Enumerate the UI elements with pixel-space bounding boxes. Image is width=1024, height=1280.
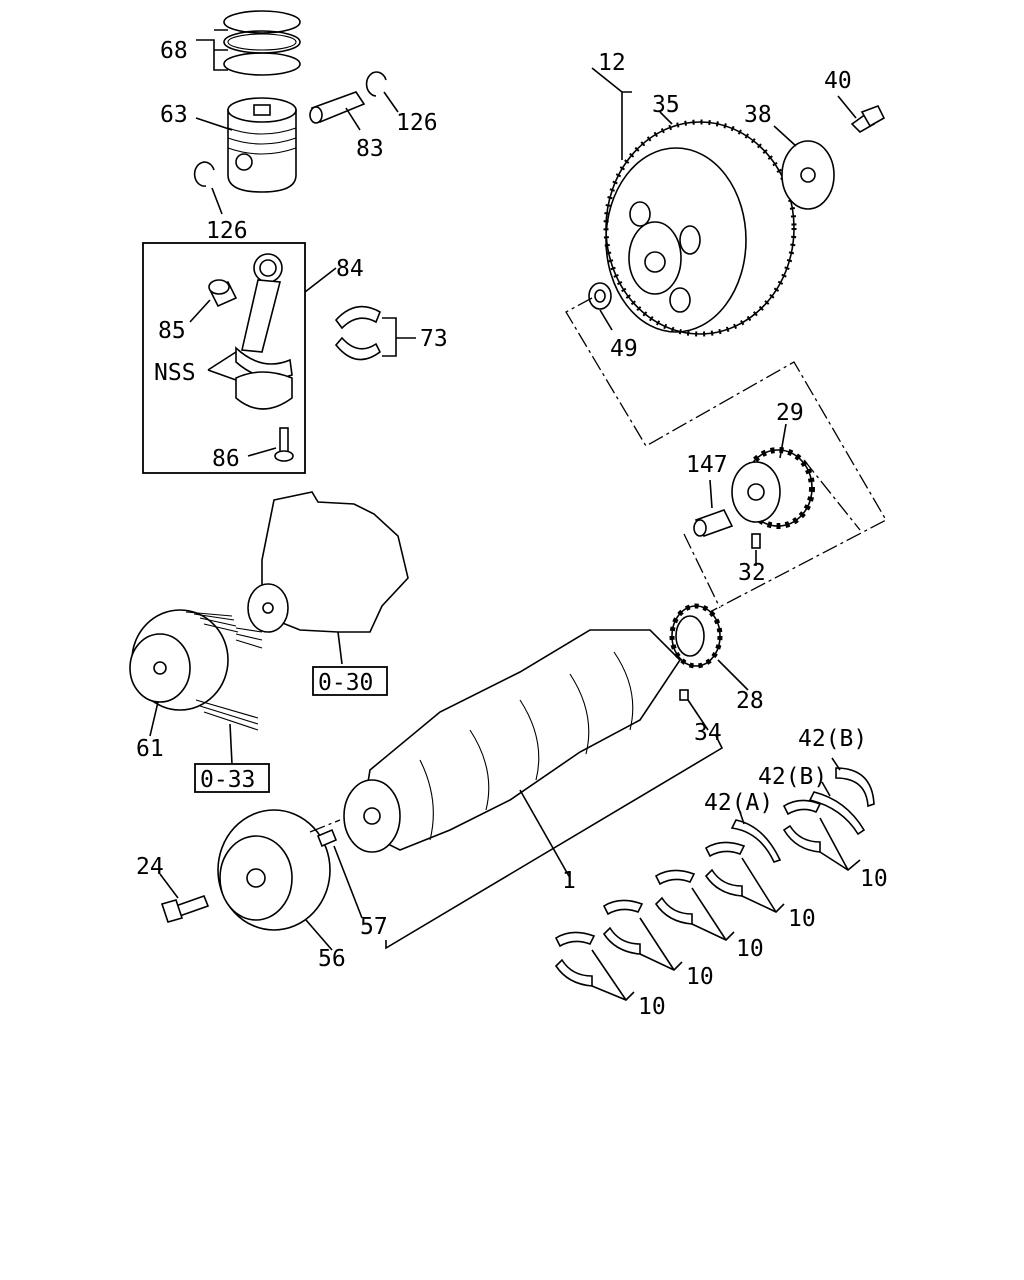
callout-73: 73	[420, 326, 448, 352]
flywheel-washer	[781, 140, 835, 210]
callout-84: 84	[336, 256, 364, 282]
thrust-washer-42a	[730, 819, 782, 863]
callout-29: 29	[776, 400, 804, 426]
callout-35: 35	[652, 92, 680, 118]
callout-56: 56	[318, 946, 346, 972]
callout-34: 34	[694, 720, 722, 746]
snap-ring-lower	[193, 161, 215, 187]
thrust-washer-42b-upper	[835, 767, 875, 808]
conrod-bushing	[208, 279, 238, 308]
main-bearing-pair-3	[654, 869, 696, 925]
callout-10-4: 10	[686, 964, 714, 990]
callout-40: 40	[824, 68, 852, 94]
pulley-bolt	[160, 894, 210, 923]
crankshaft	[343, 629, 682, 853]
connecting-rod-box	[142, 242, 306, 474]
callout-38: 38	[744, 102, 772, 128]
callout-85: 85	[158, 318, 186, 344]
connecting-rod	[235, 253, 293, 410]
snap-ring-upper	[365, 71, 387, 97]
callout-42a: 42(A)	[704, 790, 773, 816]
crankshaft-gear	[731, 447, 815, 529]
conrod-bolt	[274, 427, 294, 462]
callout-28: 28	[736, 688, 764, 714]
callout-24: 24	[136, 854, 164, 880]
main-bearing-pair-4	[602, 899, 644, 955]
callout-10-5: 10	[638, 994, 666, 1020]
callout-86: 86	[212, 446, 240, 472]
callout-10-3: 10	[736, 936, 764, 962]
crankshaft-pulley	[217, 809, 331, 931]
callout-0-33: 0-33	[200, 767, 255, 793]
ref-box-0-30	[312, 666, 388, 696]
flywheel	[603, 119, 797, 337]
fan-pulley	[129, 609, 263, 731]
callout-49: 49	[610, 336, 638, 362]
pilot-bearing	[588, 282, 612, 310]
callout-57: 57	[360, 914, 388, 940]
callout-83: 83	[356, 136, 384, 162]
piston	[227, 97, 297, 193]
main-bearing-pair-2	[704, 841, 746, 897]
pulley-key	[316, 828, 338, 848]
gear-key	[751, 533, 761, 549]
callout-0-30: 0-30	[318, 670, 373, 696]
callout-12: 12	[598, 50, 626, 76]
callout-147: 147	[686, 452, 728, 478]
callout-68: 68	[160, 38, 188, 64]
piston-rings	[223, 10, 301, 76]
callout-63: 63	[160, 102, 188, 128]
thrust-washer-42b-lower	[808, 791, 866, 836]
gear-pin	[693, 509, 734, 537]
callout-10-1: 10	[860, 866, 888, 892]
main-bearing-pair-1	[782, 799, 822, 853]
crankshaft-rear-gear	[669, 603, 723, 669]
callout-126-upper: 126	[396, 110, 438, 136]
callout-10-2: 10	[788, 906, 816, 932]
flywheel-bolt	[850, 104, 886, 133]
callout-61: 61	[136, 736, 164, 762]
callout-1: 1	[562, 868, 576, 894]
callout-42b-upper: 42(B)	[798, 726, 867, 752]
callout-32: 32	[738, 560, 766, 586]
piston-pin	[309, 91, 366, 124]
crank-dowel	[679, 689, 689, 701]
callout-nss: NSS	[154, 360, 196, 386]
water-pump-housing	[247, 491, 409, 633]
conrod-bearing-shells	[334, 305, 382, 361]
callout-42b-lower: 42(B)	[758, 764, 827, 790]
callout-126-lower: 126	[206, 218, 248, 244]
main-bearing-pair-5	[554, 931, 596, 987]
